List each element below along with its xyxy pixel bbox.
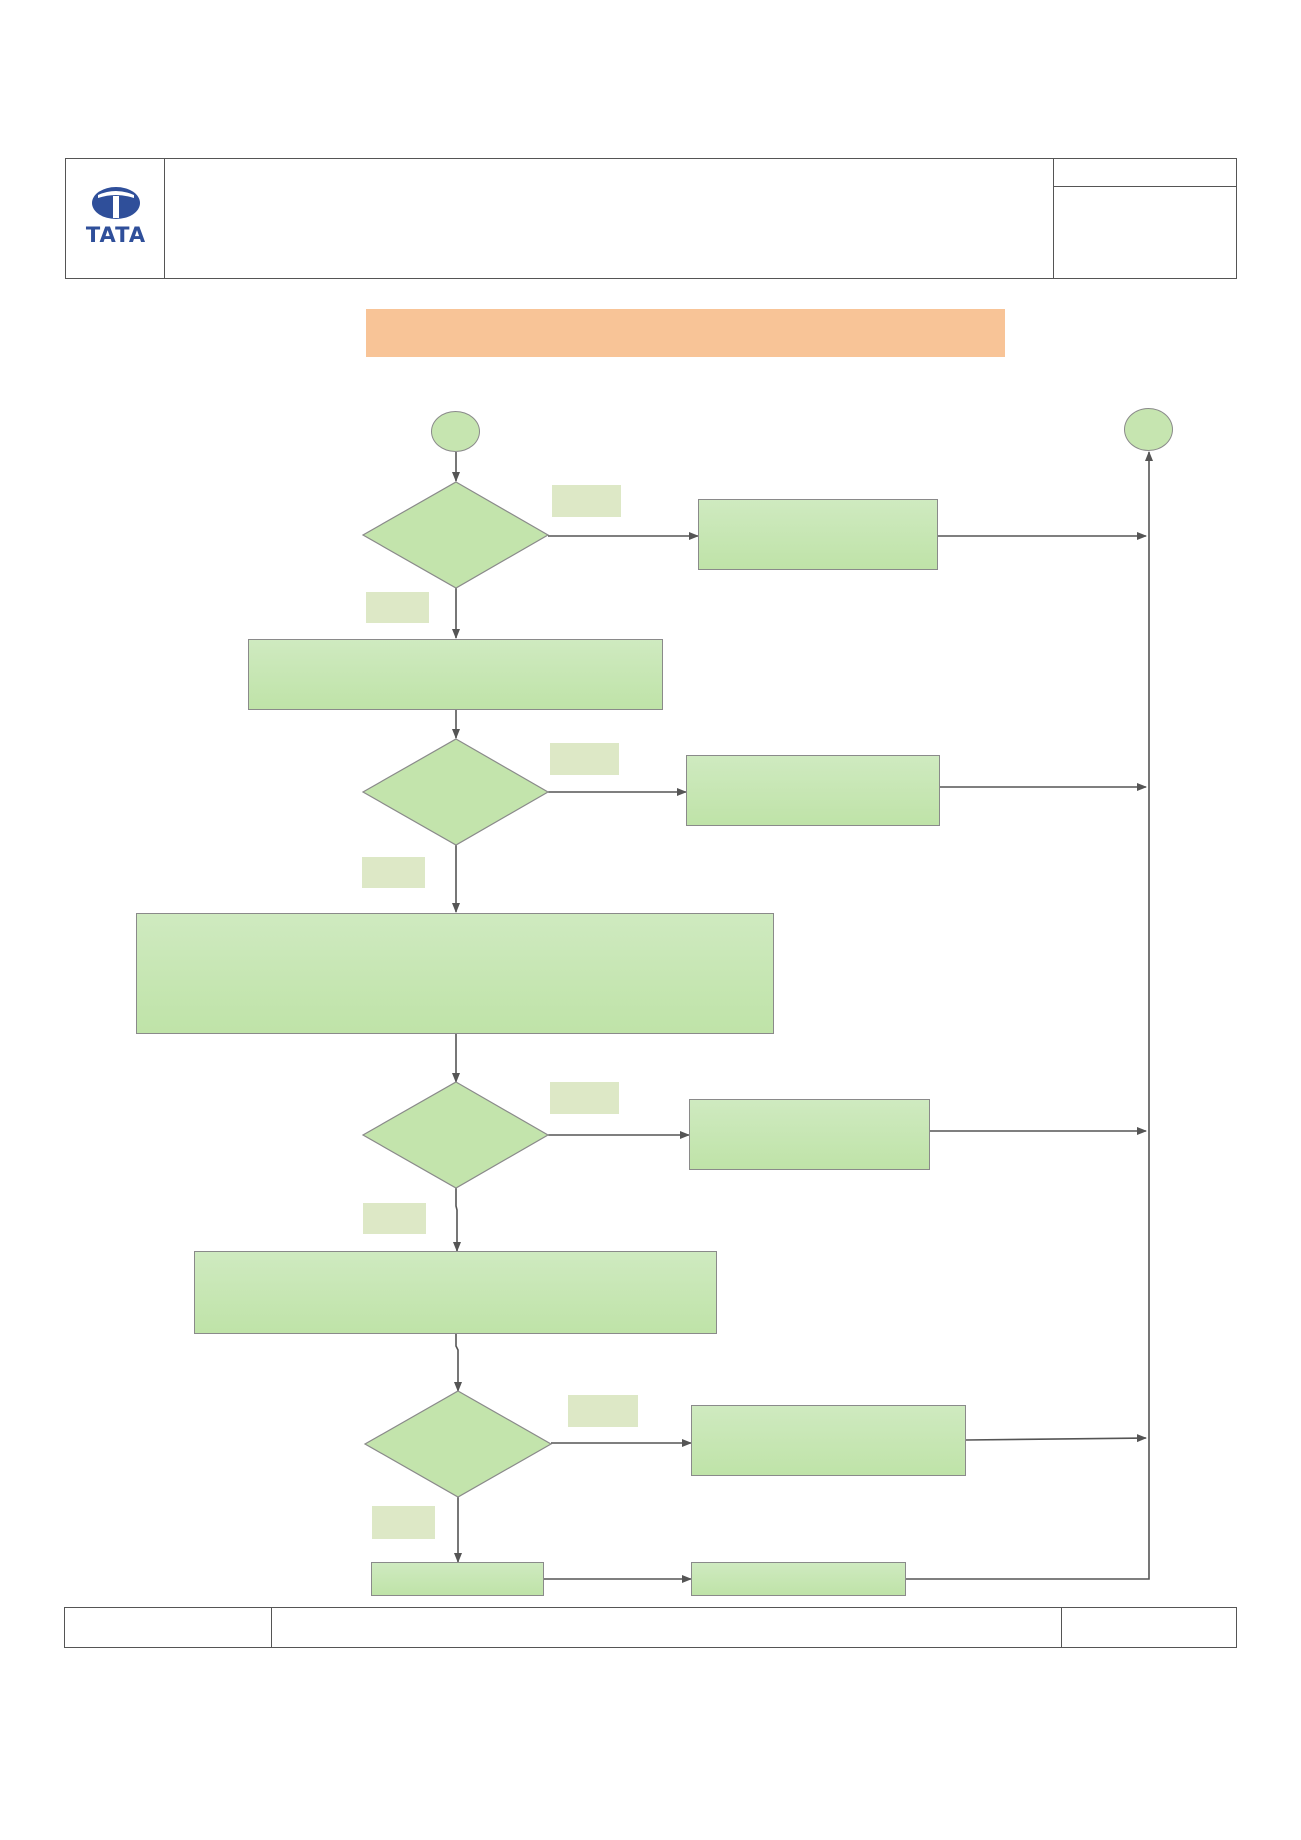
branch-tag-3-down [363,1203,426,1234]
header-divider-left [164,158,165,279]
arrow-process-3-to-decision-4 [454,1334,462,1392]
tata-logo-icon [92,187,140,219]
side-box-3 [689,1099,930,1170]
tata-logo: TATA [80,183,152,249]
end-terminator-icon [1124,408,1173,451]
branch-tag-2-right [550,743,619,775]
branch-tag-1-right [552,485,621,517]
process-box-3 [194,1251,717,1334]
branch-tag-4-right [568,1395,638,1427]
branch-tag-1-down [366,592,429,623]
start-terminator-icon [431,411,480,452]
header-divider-row [1053,186,1237,187]
header-table [65,158,1237,279]
branch-tag-3-right [550,1082,619,1114]
decision-diamond-3 [361,1081,550,1189]
side-box-2 [686,755,940,826]
decision-diamond-1 [361,481,550,589]
process-box-2 [136,913,774,1034]
process-box-1 [248,639,663,710]
decision-diamond-2 [361,738,550,846]
footer-divider-left [271,1607,272,1648]
side-box-final [691,1562,906,1596]
arrow-spine-to-end [906,451,1153,1580]
branch-tag-4-down [372,1506,435,1539]
side-box-4 [691,1405,966,1476]
arrow-side-4-to-spine [965,1434,1147,1443]
footer-divider-right [1061,1607,1062,1648]
side-box-1 [698,499,938,570]
decision-diamond-4 [363,1390,553,1498]
branch-tag-2-down [362,857,425,888]
tata-logo-wordmark: TATA [85,223,147,247]
process-box-final [371,1562,544,1596]
arrow-decision-3-to-process-3 [453,1188,461,1252]
header-divider-right [1053,158,1054,279]
footer-table [64,1607,1237,1648]
title-banner [366,309,1005,357]
